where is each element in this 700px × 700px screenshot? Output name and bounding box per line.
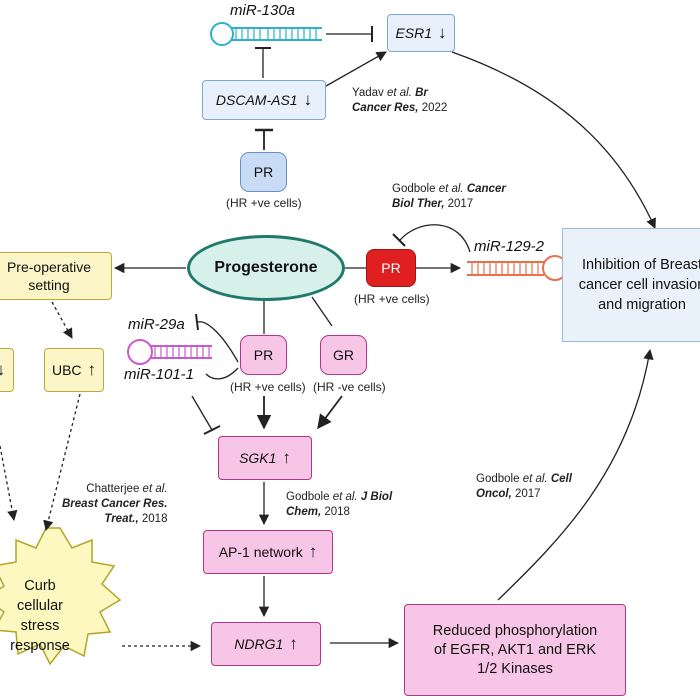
- cite-etal: et al.: [438, 183, 464, 195]
- cite-year: 2022: [421, 102, 448, 114]
- cite-author: Godbole: [392, 183, 436, 195]
- inhibition-node: Inhibition of Breast cancer cell invasio…: [562, 228, 700, 342]
- pr-red-label: PR: [381, 260, 401, 276]
- citation-yadav: Yadav et al. Br Cancer Res, 2022: [352, 86, 447, 116]
- up-arrow-icon: ↑: [289, 634, 298, 653]
- preop-node: Pre-operative setting: [0, 252, 112, 300]
- gr-label: GR: [333, 347, 354, 363]
- cite-year: 2018: [324, 506, 350, 518]
- curb-label: Curb: [24, 578, 56, 594]
- up-arrow-icon: ↑: [282, 448, 291, 467]
- reduced-label: of EGFR, AKT1 and ERK: [434, 641, 596, 658]
- preop-label: setting: [28, 277, 70, 293]
- cite-year: 2017: [447, 198, 474, 210]
- mir130a-label: miR-130a: [230, 2, 296, 19]
- up-arrow-icon: ↑: [308, 542, 318, 561]
- curb-label: stress: [20, 618, 60, 634]
- pr-pink-node: PR: [240, 335, 287, 375]
- sgk1-node: SGK1 ↑: [218, 436, 312, 480]
- ubc-label: UBC: [51, 362, 82, 378]
- down-arrow-icon: ↓: [303, 90, 313, 109]
- down-arrow-icon: ↓: [0, 360, 6, 379]
- curb-starburst: [0, 527, 122, 666]
- esr1-label: ESR1: [395, 25, 433, 41]
- cite-author: Chatterjee: [86, 483, 140, 495]
- cite-year: 2017: [514, 488, 541, 500]
- mir29a-hairpin: [127, 339, 212, 365]
- citation-godbole-2018: Godbole et al. J Biol Chem, 2018: [286, 490, 392, 520]
- cite-journal: Cancer: [466, 183, 506, 195]
- pr-top-node: PR: [240, 152, 287, 192]
- reduced-node: Reduced phosphorylation of EGFR, AKT1 an…: [404, 604, 626, 696]
- curb-label: cellular: [17, 598, 63, 614]
- preop-label: Pre-operative: [6, 259, 92, 275]
- esr1-node: ESR1 ↓: [387, 14, 455, 52]
- dscam-label: DSCAM-AS1: [215, 92, 298, 108]
- cite-journal: Cell: [550, 473, 572, 485]
- cite-etal: et al.: [386, 87, 412, 99]
- cite-journal: Treat.,: [104, 513, 139, 525]
- inhibition-label: and migration: [598, 297, 686, 313]
- pr-pink-note: (HR +ve cells): [230, 380, 306, 394]
- curb-label: response: [10, 638, 70, 654]
- cite-etal: et al.: [142, 483, 168, 495]
- gr-note: (HR -ve cells): [313, 380, 386, 394]
- mir1292-label: miR-129-2: [474, 238, 545, 255]
- dscam-node: DSCAM-AS1 ↓: [202, 80, 326, 120]
- pr-pink-label: PR: [253, 347, 274, 363]
- inhibition-label: Inhibition of Breast: [581, 257, 700, 273]
- cite-journal: Br: [415, 87, 428, 99]
- cite-journal: Biol Ther,: [392, 198, 445, 210]
- curb-label-group: Curb cellular stress response: [0, 574, 100, 658]
- gr-node: GR: [320, 335, 367, 375]
- mir1011-label: miR-101-1: [124, 366, 195, 383]
- citation-chatterjee: Chatterjee et al. Breast Cancer Res. Tre…: [62, 482, 167, 527]
- mir1292-hairpin: [467, 255, 568, 281]
- cite-author: Yadav: [352, 87, 384, 99]
- mir130a-hairpin: [210, 22, 322, 46]
- left-cut-node: ↓: [0, 348, 14, 392]
- pr-top-note: (HR +ve cells): [226, 196, 302, 210]
- ndrg1-label: NDRG1: [234, 636, 284, 652]
- mir29a-label: miR-29a: [128, 316, 185, 333]
- pr-red-note: (HR +ve cells): [354, 292, 430, 306]
- reduced-label: Reduced phosphorylation: [432, 622, 598, 639]
- citation-godbole-2017a: Godbole et al. Cancer Biol Ther, 2017: [392, 182, 506, 212]
- progesterone-node: Progesterone: [187, 235, 345, 301]
- ndrg1-node: NDRG1 ↑: [211, 622, 321, 666]
- inhibition-label: cancer cell invasion: [578, 277, 700, 293]
- cite-author: Godbole: [476, 473, 520, 485]
- reduced-label: 1/2 Kinases: [477, 660, 553, 677]
- ubc-node: UBC ↑: [44, 348, 104, 392]
- cite-journal: Cancer Res,: [352, 102, 419, 114]
- cite-year: 2018: [141, 513, 168, 525]
- sgk1-label: SGK1: [239, 450, 277, 466]
- progesterone-label: Progesterone: [214, 259, 318, 276]
- ap1-node: AP-1 network ↑: [203, 530, 333, 574]
- cite-etal: et al.: [332, 491, 358, 503]
- citation-godbole-2017b: Godbole et al. Cell Oncol, 2017: [476, 472, 572, 502]
- up-arrow-icon: ↑: [87, 360, 97, 379]
- cite-journal: J Biol: [360, 491, 393, 503]
- cite-journal: Breast Cancer Res.: [62, 498, 168, 510]
- pr-top-label: PR: [253, 164, 274, 180]
- down-arrow-icon: ↓: [438, 23, 447, 42]
- cite-journal: Oncol,: [476, 488, 512, 500]
- cite-etal: et al.: [522, 473, 548, 485]
- ap1-label: AP-1 network: [218, 544, 303, 560]
- cite-author: Godbole: [286, 491, 330, 503]
- cite-journal: Chem,: [286, 506, 322, 518]
- pr-red-node: PR: [366, 249, 416, 287]
